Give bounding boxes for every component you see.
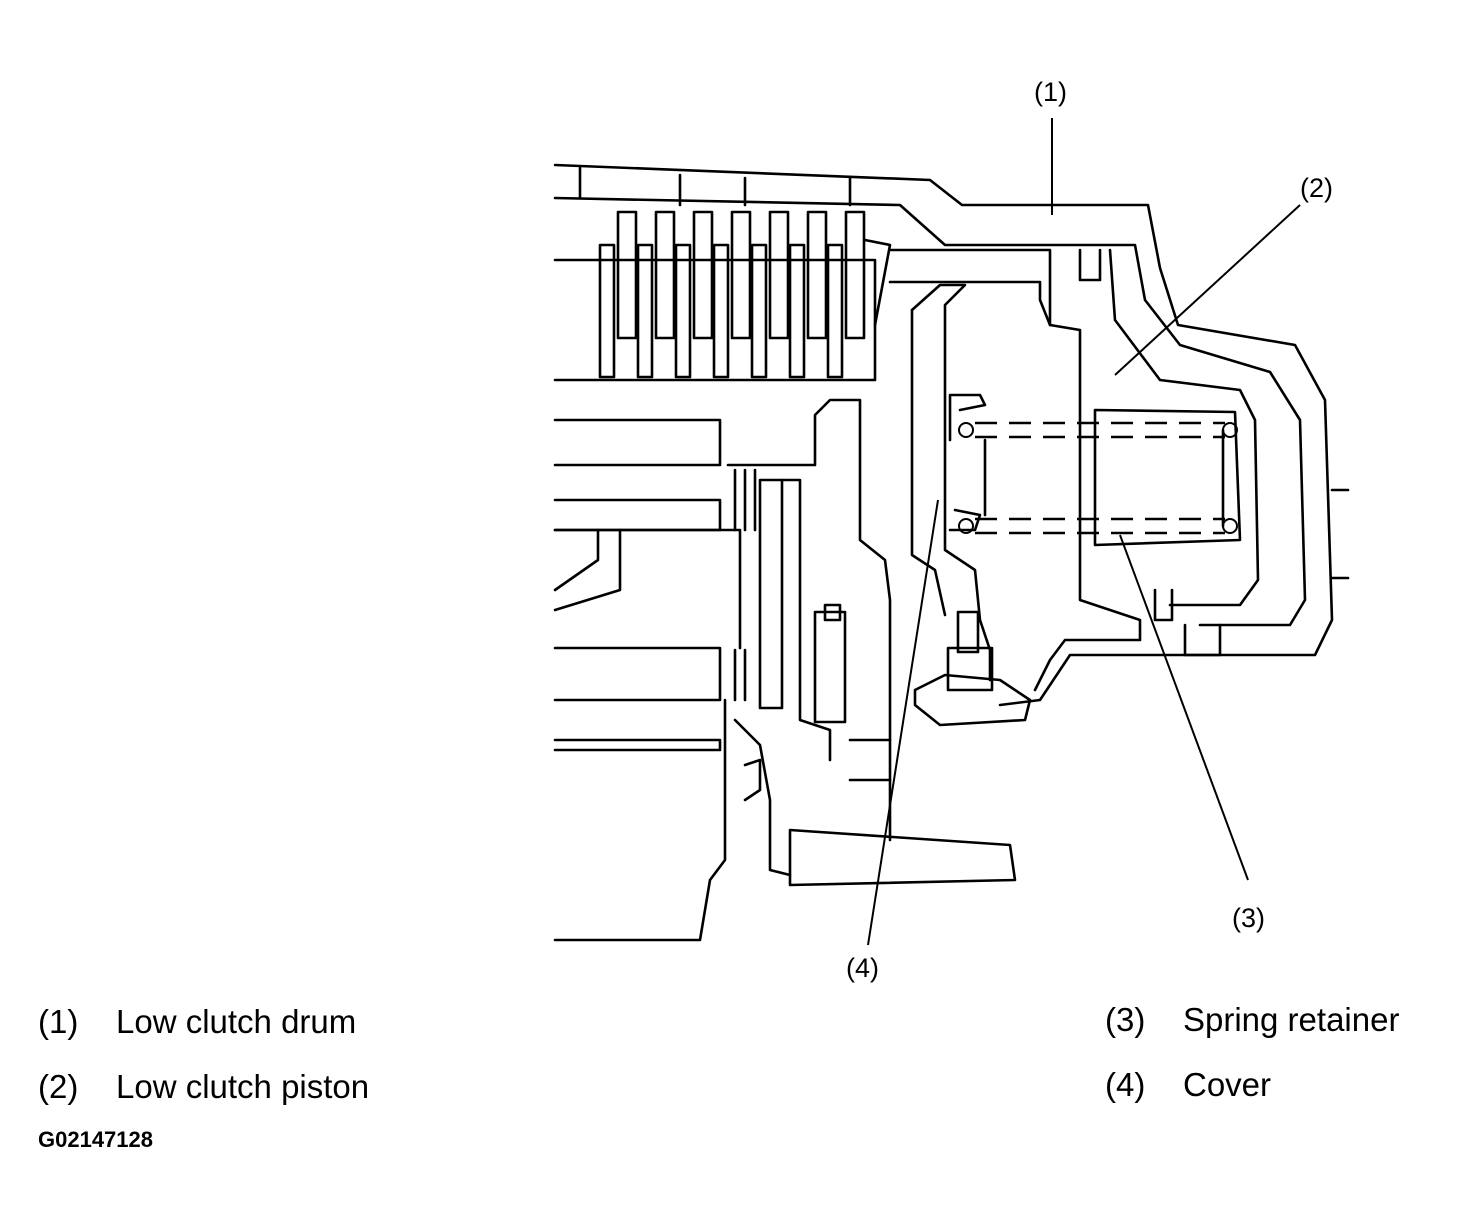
return-springs: [948, 393, 1242, 547]
hub-and-shaft: [553, 398, 1017, 942]
legend-number: (1): [38, 1003, 79, 1040]
legend-text: Spring retainer: [1183, 1001, 1400, 1038]
low-clutch-piston: [888, 248, 1260, 692]
legend-number: (2): [38, 1068, 79, 1105]
cover: [910, 283, 1032, 727]
clutch-cross-section-diagram: (1) (2) (3) (4): [553, 77, 1350, 983]
callout-leaders: [867, 118, 1301, 946]
legend-text: Low clutch piston: [116, 1068, 370, 1105]
legend-number: (3): [1105, 1001, 1146, 1038]
clutch-plates: [553, 166, 892, 382]
figure-code: G02147128: [38, 1127, 153, 1152]
legend-item-1: (1) Low clutch drum: [38, 1002, 356, 1042]
callout-label-4: (4): [846, 953, 879, 983]
legend-text: Cover: [1183, 1066, 1272, 1103]
legend-text: Low clutch drum: [116, 1003, 357, 1040]
legend-number: (4): [1105, 1066, 1146, 1103]
legend-item-2: (2) Low clutch piston: [38, 1067, 369, 1107]
legend-item-3: (3) Spring retainer: [1105, 1000, 1399, 1040]
callout-label-2: (2): [1300, 173, 1333, 203]
callout-label-3: (3): [1232, 903, 1265, 933]
legend-item-4: (4) Cover: [1105, 1065, 1271, 1105]
callout-label-1: (1): [1034, 77, 1067, 107]
low-clutch-drum: [553, 163, 1350, 707]
